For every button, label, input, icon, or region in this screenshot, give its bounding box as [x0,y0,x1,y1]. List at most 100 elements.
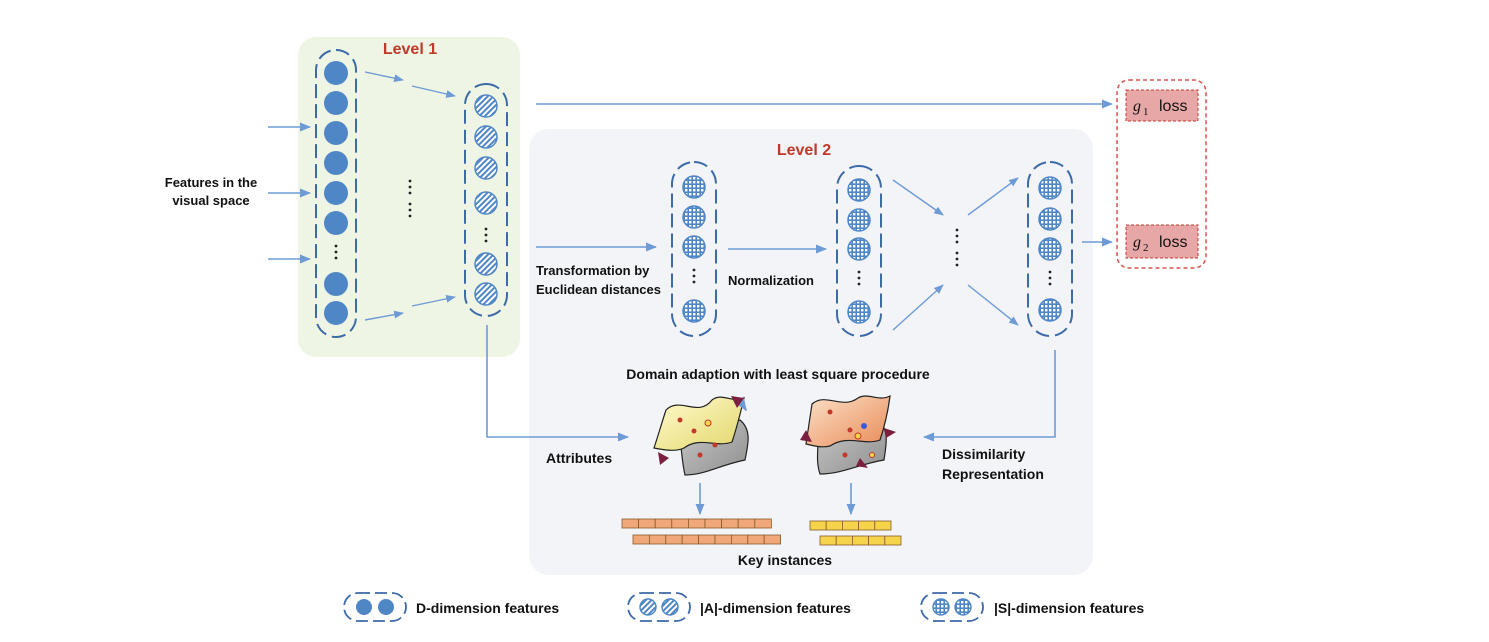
solid-node [324,91,348,115]
dissimilarity-manifold-illustration [800,394,896,475]
solid-node [324,301,348,325]
solid-node [324,211,348,235]
attributes-label: Attributes [546,450,612,466]
grid-node [682,205,706,229]
domain-adaption-label: Domain adaption with least square proced… [626,366,930,382]
g1-subscript: 1 [1143,106,1149,118]
legend-s-dimension: |S|-dimension features [920,592,1144,622]
legend: D-dimension features |A|-dimension featu… [343,592,1144,622]
grid-node [847,178,871,202]
key-instances-label: Key instances [738,552,832,568]
g1-loss-box: g 1 loss [1125,89,1199,122]
transform-label-line2: Euclidean distances [536,282,661,297]
input-arrows [268,122,312,264]
key-instance-cell [621,518,640,529]
grid-node [1038,207,1062,231]
grid-node [1038,176,1062,200]
similarity-column-1 [671,161,717,337]
key-instance-cell [654,518,673,529]
g1-symbol: g [1133,98,1141,115]
legend-s-label: |S|-dimension features [994,600,1144,616]
attribute-manifold-illustration [653,396,749,476]
level2-title: Level 2 [777,142,831,159]
normalization-label: Normalization [728,273,814,288]
level1-ellipsis [408,179,412,218]
level1-input-column [315,49,357,338]
key-instances-orange-row1 [621,518,772,529]
grid-node [682,175,706,199]
key-instance-cell [737,518,756,529]
key-instance-cell [681,534,700,545]
key-instance-cell [825,520,843,531]
key-instance-cell [874,520,892,531]
dissimilarity-label-line1: Dissimilarity [942,446,1025,462]
normalization-arrows [892,177,1019,331]
key-instance-cell [721,518,739,529]
g2-loss-text: loss [1159,234,1187,251]
grid-node [1038,298,1062,322]
key-instance-cell [731,534,749,545]
solid-node [324,61,348,85]
legend-a-label: |A|-dimension features [700,600,851,616]
key-instance-cell [884,535,902,546]
loss-container: g 1 loss g 2 loss [1116,79,1207,269]
level1-title: Level 1 [383,41,437,58]
g2-subscript: 2 [1143,242,1149,254]
legend-d-dimension: D-dimension features [343,592,559,622]
key-instance-cell [809,520,827,531]
key-instance-cell [868,535,886,546]
grid-node [847,237,871,261]
key-instance-cell [754,518,772,529]
middle-ellipsis [955,228,959,267]
g1-loss-text: loss [1159,98,1187,115]
hatched-node [474,191,498,215]
key-instance-cell [763,534,782,545]
hatched-node [474,156,498,180]
g2-loss-box: g 2 loss [1125,224,1199,259]
grid-node [1038,237,1062,261]
key-instance-cell [665,534,683,545]
key-instance-cell [714,534,732,545]
hatched-node [474,125,498,149]
grid-node [682,299,706,323]
key-instance-cell [638,518,656,529]
grid-node [847,208,871,232]
solid-node [324,151,348,175]
key-instance-cell [688,518,706,529]
key-instance-cell [858,520,876,531]
key-instance-cell [842,520,860,531]
hatched-node [474,94,498,118]
key-instance-cell [698,534,716,545]
key-instance-cell [852,535,870,546]
similarity-column-2 [836,165,882,337]
key-instance-cell [704,518,723,529]
g2-symbol: g [1133,234,1141,251]
input-label-line1: Features in the [165,175,257,190]
key-instances-yellow-row2 [819,535,902,546]
key-instances-yellow-row1 [809,520,892,531]
arrow-attributes [486,325,630,442]
key-instances-orange-row2 [632,534,782,545]
key-instance-cell [747,534,765,545]
legend-d-label: D-dimension features [416,600,559,616]
solid-node [324,181,348,205]
key-instance-cell [835,535,853,546]
hatched-node [474,252,498,276]
hatched-node [474,282,498,306]
key-instance-cell [819,535,837,546]
similarity-column-3 [1027,161,1073,337]
key-instance-cell [649,534,667,545]
solid-node [324,272,348,296]
input-label-line2: visual space [172,193,249,208]
level2-panel: Level 2 [529,129,1093,575]
solid-node [324,121,348,145]
level1-attribute-column [464,83,508,317]
level1-arrows [364,71,456,321]
dissimilarity-label-line2: Representation [942,466,1044,482]
grid-node [682,235,706,259]
key-instance-cell [671,518,689,529]
legend-a-dimension: |A|-dimension features [627,592,851,622]
grid-node [847,300,871,324]
transform-label-line1: Transformation by [536,263,650,278]
